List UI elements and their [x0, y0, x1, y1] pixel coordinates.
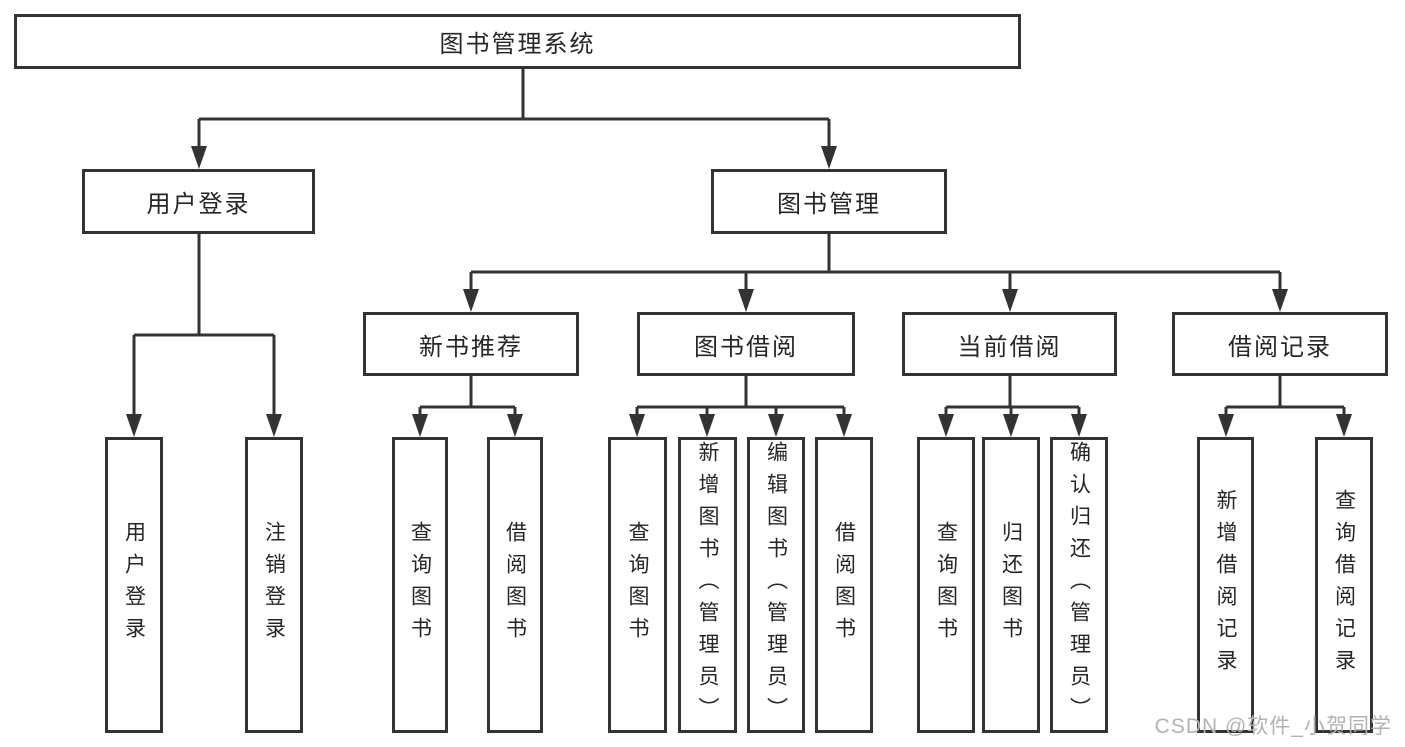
leaf-query-books-current: 查询图书 — [917, 437, 975, 733]
leaf-label: 新增图书（管理员） — [696, 441, 719, 729]
csdn-watermark: CSDN @软件_小贺同学 — [1154, 715, 1392, 738]
leaf-label: 确认归还（管理员） — [1067, 441, 1091, 729]
leaf-user-login: 用户登录 — [105, 437, 163, 733]
leaf-borrow-books: 借阅图书 — [815, 437, 873, 733]
leaf-label: 注销登录 — [262, 521, 286, 649]
node-current-borrowing: 当前借阅 — [902, 312, 1117, 376]
leaf-query-borrowing-record: 查询借阅记录 — [1315, 437, 1373, 733]
leaf-label: 归还图书 — [999, 521, 1023, 649]
leaf-label: 查询借阅记录 — [1332, 489, 1356, 681]
leaf-label: 编辑图书（管理员） — [764, 441, 788, 729]
leaf-label: 查询图书 — [626, 521, 649, 649]
leaf-query-books-borrowing: 查询图书 — [608, 437, 667, 733]
leaf-confirm-return-admin: 确认归还（管理员） — [1050, 437, 1108, 733]
leaf-label: 借阅图书 — [503, 521, 527, 649]
leaf-edit-book-admin: 编辑图书（管理员） — [747, 437, 805, 733]
leaf-label: 查询图书 — [408, 521, 432, 649]
node-borrowing-records: 借阅记录 — [1172, 312, 1388, 376]
leaf-add-book-admin: 新增图书（管理员） — [678, 437, 737, 733]
leaf-return-books: 归还图书 — [982, 437, 1040, 733]
node-book-management: 图书管理 — [711, 169, 947, 234]
node-library-management-system: 图书管理系统 — [14, 14, 1021, 69]
leaf-label: 用户登录 — [122, 521, 146, 649]
leaf-add-borrowing-record: 新增借阅记录 — [1197, 437, 1254, 733]
node-user-login: 用户登录 — [82, 169, 315, 234]
leaf-query-books-recommend: 查询图书 — [392, 437, 448, 733]
leaf-label: 新增借阅记录 — [1214, 489, 1237, 681]
node-new-book-recommendation: 新书推荐 — [363, 312, 579, 376]
node-book-borrowing: 图书借阅 — [637, 312, 855, 376]
leaf-label: 借阅图书 — [832, 521, 856, 649]
leaf-logout: 注销登录 — [245, 437, 303, 733]
leaf-label: 查询图书 — [934, 521, 958, 649]
leaf-borrow-books-recommend: 借阅图书 — [487, 437, 543, 733]
arrowheads — [126, 146, 1352, 437]
